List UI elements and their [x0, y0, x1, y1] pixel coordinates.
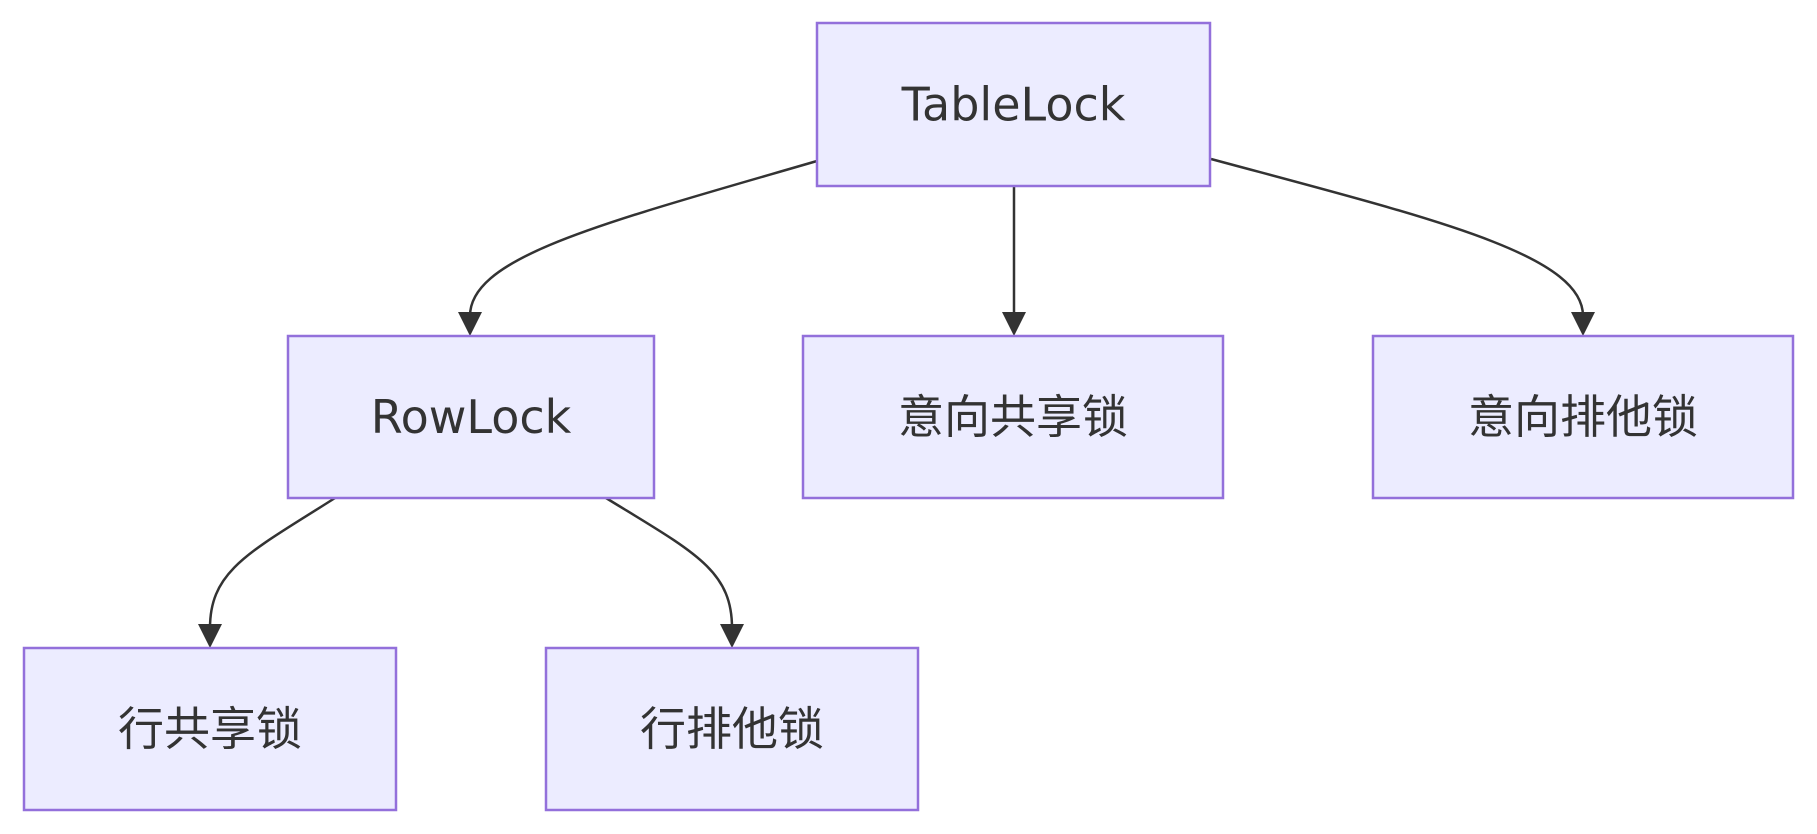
- node-row-shared-lock[interactable]: 行共享锁: [22, 646, 398, 812]
- node-label-intent-exclusive-lock: 意向排他锁: [1468, 390, 1698, 444]
- node-label-intent-shared-lock: 意向共享锁: [898, 390, 1128, 444]
- node-rowlock[interactable]: RowLock: [286, 334, 656, 500]
- edge-tablelock-intent-shared: [1002, 186, 1026, 336]
- node-label-row-exclusive-lock: 行排他锁: [640, 702, 824, 756]
- edge-rowlock-row-exclusive: [605, 496, 744, 648]
- node-label-tablelock: TableLock: [901, 78, 1126, 132]
- edge-tablelock-rowlock: [458, 159, 818, 336]
- node-intent-shared-lock[interactable]: 意向共享锁: [801, 334, 1225, 500]
- nodes: TableLock RowLock 意向共享锁 意向排他锁 行共享锁 行排他锁: [22, 21, 1795, 812]
- node-row-exclusive-lock[interactable]: 行排他锁: [544, 646, 920, 812]
- edge-rowlock-row-shared: [198, 496, 336, 648]
- edges: [198, 157, 1595, 648]
- node-label-row-shared-lock: 行共享锁: [118, 702, 302, 756]
- node-intent-exclusive-lock[interactable]: 意向排他锁: [1371, 334, 1795, 500]
- edge-tablelock-intent-exclusive: [1210, 157, 1595, 336]
- node-tablelock[interactable]: TableLock: [815, 21, 1212, 188]
- node-label-rowlock: RowLock: [371, 390, 572, 444]
